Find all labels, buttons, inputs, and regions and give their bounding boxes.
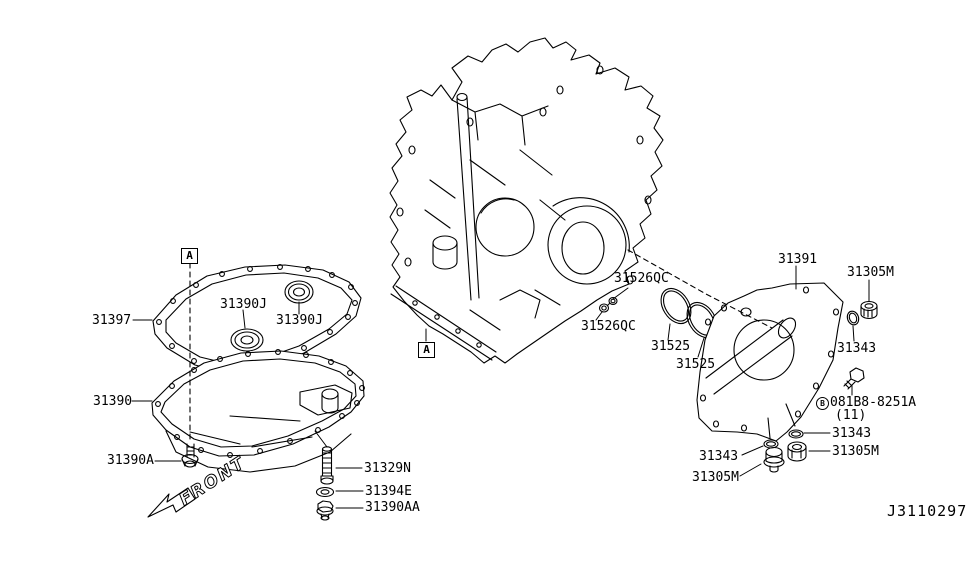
part-label-31397: 31397 — [92, 313, 132, 328]
dashed-lines — [189, 249, 773, 444]
plug-top-drawing — [860, 300, 878, 320]
part-label-31305M-top: 31305M — [847, 265, 894, 280]
part-label-31525-1: 31525 — [651, 339, 691, 354]
part-label-31343-right: 31343 — [832, 426, 872, 441]
oring-left-drawing — [763, 439, 779, 449]
part-label-31390A: 31390A — [107, 453, 154, 468]
part-label-31329N: 31329N — [364, 461, 411, 476]
part-label-31390J-1: 31390J — [220, 297, 267, 312]
plug-right-drawing — [787, 441, 807, 462]
part-label-31391: 31391 — [778, 252, 818, 267]
plug-left-drawing — [763, 446, 785, 473]
part-label-31343-top: 31343 — [837, 341, 877, 356]
part-label-31526QC-2: 31526QC — [581, 319, 636, 334]
side-cover-drawing — [696, 282, 844, 442]
part-label-31305M-left: 31305M — [692, 470, 739, 485]
part-label-31394E: 31394E — [365, 484, 412, 499]
long-bolt-drawing — [320, 446, 334, 485]
small-oring-drawings — [598, 296, 618, 313]
transmission-case-drawing — [389, 37, 664, 364]
part-label-31390J-2: 31390J — [276, 313, 323, 328]
oring-right-drawing — [788, 429, 804, 439]
part-label-31390: 31390 — [93, 394, 133, 409]
oring-top-drawing — [846, 310, 860, 326]
part-label-31525-2: 31525 — [676, 357, 716, 372]
washer-drawing — [315, 486, 335, 498]
drain-plug-drawing — [316, 500, 334, 521]
part-label-31526QC-1: 31526QC — [614, 271, 669, 286]
flange-bolt-drawing — [843, 367, 865, 390]
detail-marker-a-case: A — [418, 342, 435, 358]
drawing-code: J3110297 — [887, 502, 968, 520]
detail-marker-a-gasket: A — [181, 248, 198, 264]
pan-bolt-drawing — [181, 443, 199, 468]
oil-pan-drawing — [151, 349, 365, 473]
part-label-31343-left: 31343 — [699, 449, 739, 464]
part-label-31305M-right: 31305M — [832, 444, 879, 459]
bolt-quantity: (11) — [835, 408, 867, 423]
leader-lines — [131, 265, 870, 509]
part-label-31390AA: 31390AA — [365, 500, 420, 515]
circled-b-marker: B — [816, 397, 829, 410]
bolt-part-number: 081B8-8251A — [830, 395, 917, 410]
